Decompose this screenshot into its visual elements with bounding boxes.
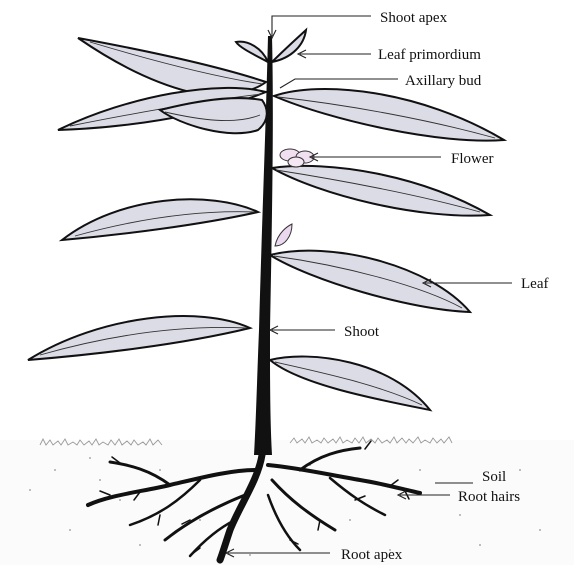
- leaf-left-4: [62, 199, 258, 240]
- axillary-bud: [275, 224, 292, 246]
- label-soil: Soil: [482, 469, 506, 485]
- leaf-right-3: [270, 251, 470, 312]
- leaf-upper-right: [274, 89, 504, 141]
- leaf-right-4: [270, 357, 430, 410]
- label-root-apex: Root apex: [341, 547, 403, 563]
- label-axillary-bud: Axillary bud: [405, 73, 482, 89]
- label-shoot: Shoot: [344, 324, 380, 340]
- leader-axillary-bud: [280, 79, 398, 88]
- label-shoot-apex: Shoot apex: [380, 10, 448, 26]
- leader-shoot-apex: [272, 16, 371, 36]
- leaf-left-5: [28, 316, 250, 360]
- label-leaf: Leaf: [521, 276, 548, 292]
- flower: [280, 149, 314, 167]
- leaf-upper-left: [78, 38, 266, 95]
- label-flower: Flower: [451, 151, 494, 167]
- leaf-right-2: [272, 166, 490, 216]
- label-root-hairs: Root hairs: [458, 489, 520, 505]
- label-leaf-primordium: Leaf primordium: [378, 47, 481, 63]
